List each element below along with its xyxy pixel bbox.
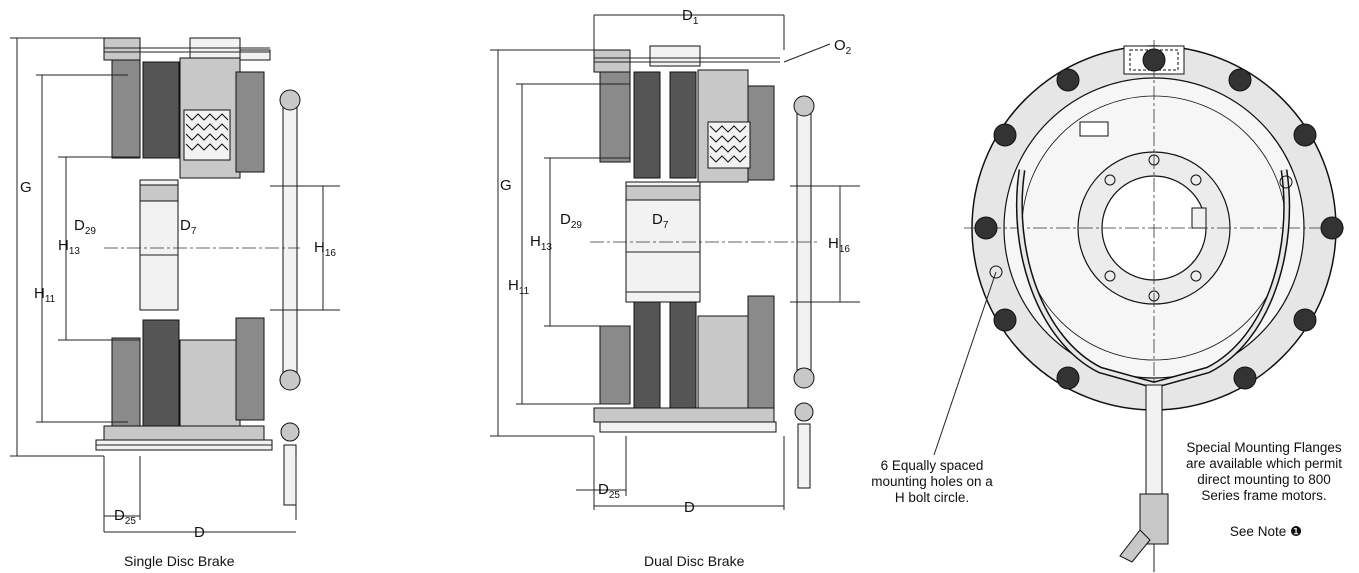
end-holes-note-line-2: mounting holes on a (871, 474, 993, 489)
dual-label-h13: H13 (530, 233, 552, 253)
single-housing-bottom (95, 317, 273, 451)
end-flange-note-line-4: Series frame motors. (1201, 488, 1326, 503)
dual-fluid-pipe (793, 95, 815, 489)
end-holes-note-line-3: H bolt circle. (895, 490, 969, 505)
single-label-d7: D7 (180, 217, 197, 237)
single-label-g: G (20, 179, 32, 196)
end-flange-note-line-3: direct mounting to 800 (1197, 472, 1331, 487)
end-flange-note-line-2: are available which permit (1186, 456, 1342, 471)
single-disc-brake-view: G H11 H13 D29 D7 H16 D25 D Single Disc B… (10, 37, 340, 569)
dual-label-o2: O2 (834, 37, 852, 57)
dual-disc-brake-view: D1 O2 G H13 H11 D29 D7 H16 D25 D Dual Di… (490, 7, 860, 569)
dual-label-d29: D29 (560, 211, 582, 231)
dual-label-h11: H11 (508, 277, 530, 297)
dual-caption: Dual Disc Brake (644, 553, 745, 569)
single-spring-top (183, 109, 231, 161)
single-label-h13: H13 (58, 237, 80, 257)
dual-label-d1: D1 (682, 7, 699, 27)
single-fluid-pipe (279, 89, 301, 506)
dual-label-d: D (684, 499, 695, 516)
single-label-d29: D29 (74, 217, 96, 237)
dual-housing-top (593, 45, 780, 183)
dual-label-d7: D7 (652, 211, 669, 231)
single-hub (139, 179, 179, 311)
end-flange-note-line-1: Special Mounting Flanges (1186, 440, 1342, 455)
dual-label-h16: H16 (828, 235, 850, 255)
single-label-h16: H16 (314, 239, 336, 259)
dual-spring-top (707, 121, 751, 169)
single-housing-top (103, 37, 271, 179)
dual-housing-bottom (593, 295, 777, 433)
end-holes-note-line-1: 6 Equally spaced (881, 458, 984, 473)
single-label-h11: H11 (34, 285, 56, 305)
end-see-note: See Note ❶ (1230, 524, 1302, 539)
dual-label-g: G (500, 177, 512, 194)
dual-label-d25: D25 (598, 481, 620, 501)
single-label-d: D (194, 524, 205, 541)
end-view: 6 Equally spaced mounting holes on a H b… (871, 40, 1344, 572)
single-label-d25: D25 (114, 507, 136, 527)
single-caption: Single Disc Brake (124, 553, 235, 569)
